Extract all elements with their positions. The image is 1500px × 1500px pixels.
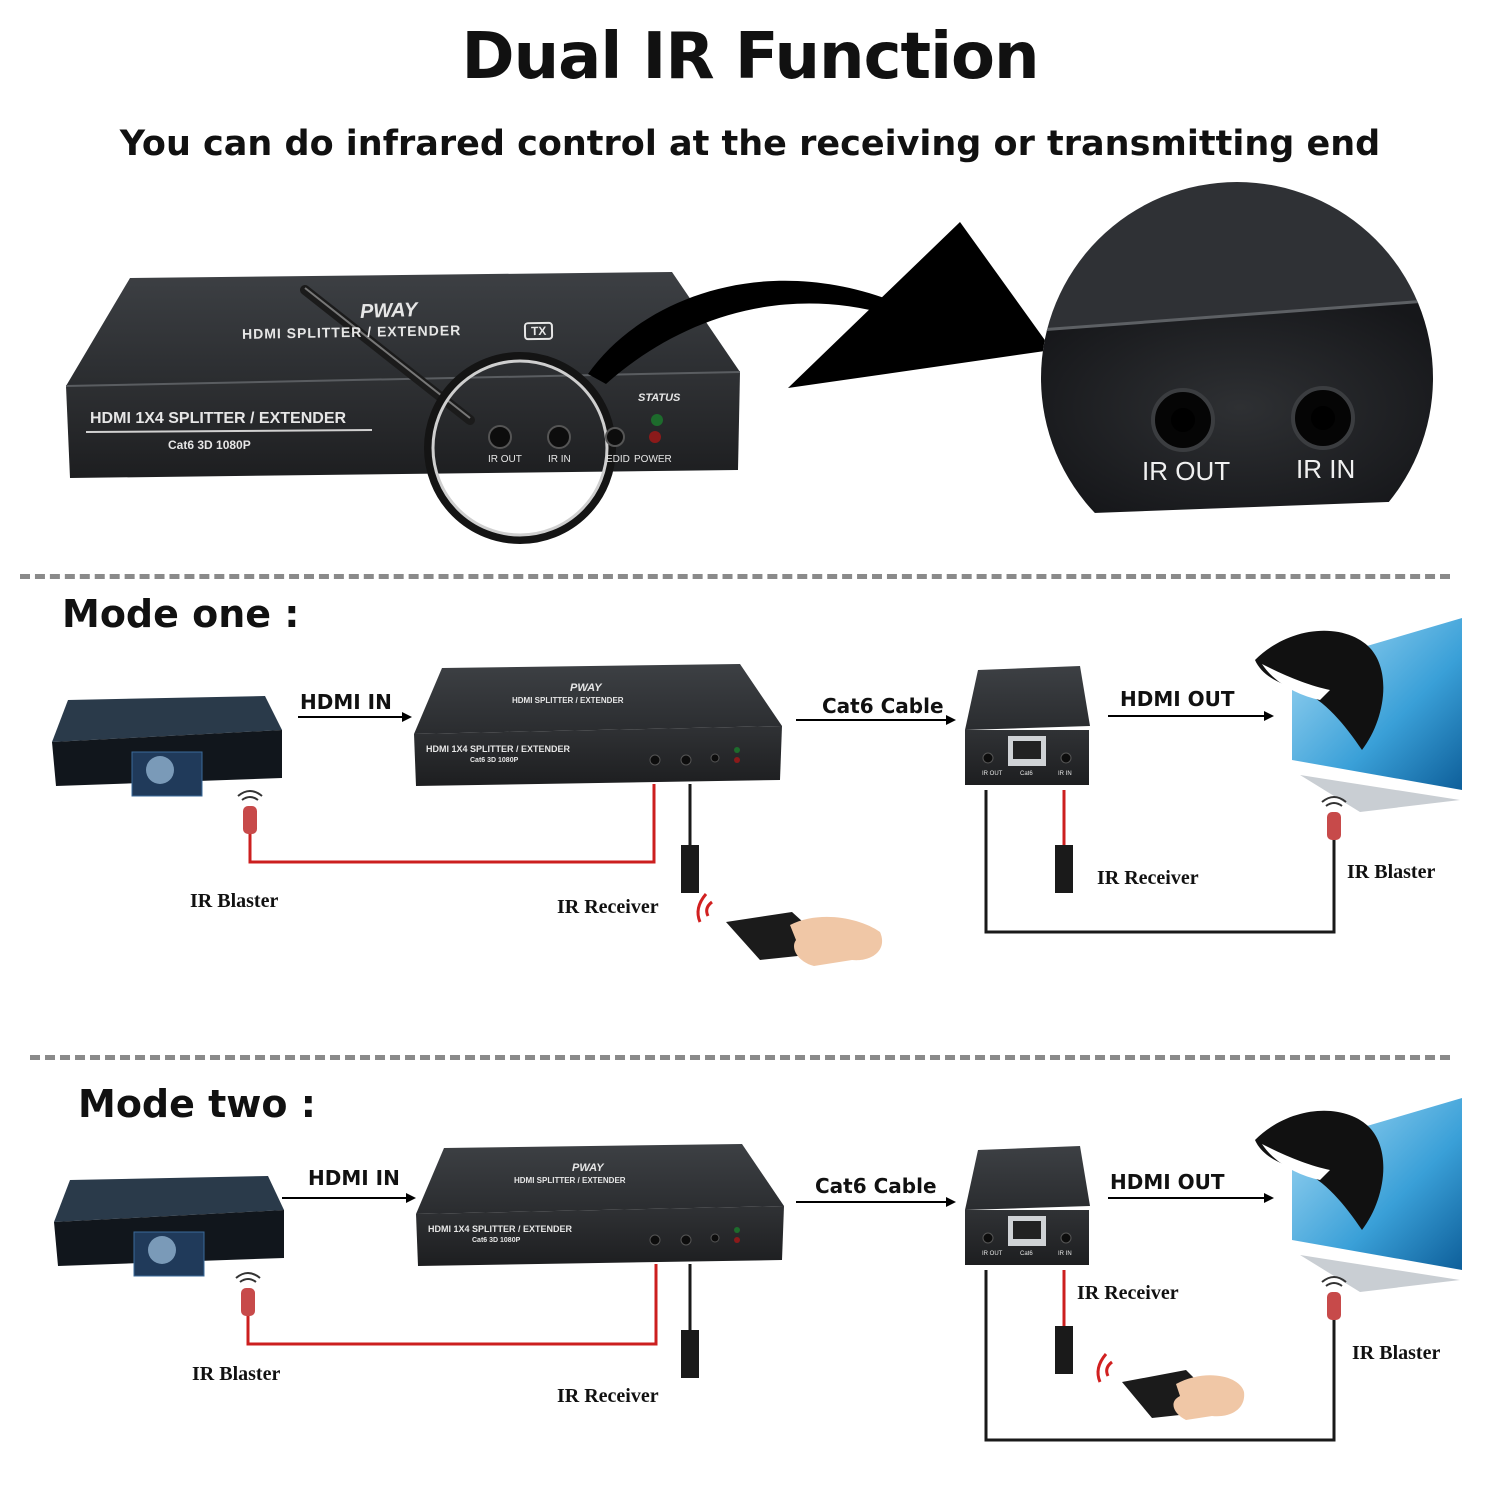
device-model-line-small: HDMI SPLITTER / EXTENDER	[512, 696, 624, 705]
front-sub-label-small-2: Cat6 3D 1080P	[472, 1237, 521, 1244]
remote-hand-1	[696, 893, 883, 966]
ir-blaster-left-label-1: IR Blaster	[190, 890, 279, 912]
ir-blaster-right-label-2: IR Blaster	[1352, 1342, 1441, 1364]
ir-receiver-right-label-1: IR Receiver	[1097, 867, 1199, 889]
tx-splitter-1	[414, 664, 782, 786]
cat6-cable-label-1: Cat6 Cable	[822, 694, 944, 718]
ir-receiver-right-label-2: IR Receiver	[1077, 1282, 1179, 1304]
bluray-player-2	[54, 1176, 284, 1277]
hdmi-out-label-2: HDMI OUT	[1110, 1170, 1225, 1194]
front-label-small: HDMI 1X4 SPLITTER / EXTENDER	[426, 744, 571, 754]
page-title: Dual IR Function	[461, 20, 1039, 94]
rx-receiver-1	[965, 666, 1090, 785]
rx-receiver-2	[965, 1146, 1090, 1265]
ir-blaster-left-label-2: IR Blaster	[192, 1363, 281, 1385]
zoom-ir-out-label: IR OUT	[1142, 456, 1231, 486]
tv-1	[1255, 618, 1462, 812]
zoom-arrow	[588, 280, 912, 384]
zoom-ir-in-label: IR IN	[1296, 454, 1356, 484]
hdmi-in-label-1: HDMI IN	[300, 690, 392, 714]
ir-wires-mode-two	[235, 1264, 1347, 1442]
section-separator-1	[20, 574, 1450, 579]
mode-one-title: Mode one :	[62, 592, 300, 636]
ir-receiver-left-label-2: IR Receiver	[557, 1385, 659, 1407]
magnifier-icon	[424, 352, 616, 544]
ir-receiver-left-label-1: IR Receiver	[557, 896, 659, 918]
ir-wires-mode-one	[237, 784, 1347, 934]
arrows-mode-one	[298, 711, 1274, 725]
rx-ir-out-label: IR OUT	[982, 771, 1003, 777]
hdmi-in-label-2: HDMI IN	[308, 1166, 400, 1190]
device-model-line-small-2: HDMI SPLITTER / EXTENDER	[514, 1176, 626, 1185]
brand-logo: PWAY	[359, 299, 418, 323]
rx-ir-in-label-2: IR IN	[1058, 1251, 1072, 1257]
rx-ir-out-label-2: IR OUT	[982, 1251, 1003, 1257]
ir-blaster-right-label-1: IR Blaster	[1347, 861, 1436, 883]
front-label-small-2: HDMI 1X4 SPLITTER / EXTENDER	[428, 1224, 573, 1234]
rx-ir-in-label: IR IN	[1058, 771, 1072, 777]
arrows-mode-two	[282, 1193, 1274, 1207]
brand-logo-small-2: PWAY	[572, 1162, 604, 1174]
section-separator-2	[30, 1055, 1450, 1060]
mode-two-title: Mode two :	[78, 1082, 316, 1126]
cat6-cable-label-2: Cat6 Cable	[815, 1174, 937, 1198]
rx-cat6-label: Cat6	[1020, 771, 1033, 777]
port-ir-in-label: IR IN	[548, 454, 571, 465]
power-label: POWER	[634, 454, 672, 465]
tx-badge: TX	[523, 321, 554, 341]
tv-2	[1255, 1098, 1462, 1292]
port-edid-label: EDID	[606, 454, 630, 465]
remote-hand-2	[1096, 1353, 1245, 1420]
tx-splitter-2	[416, 1144, 784, 1266]
tx-splitter-large	[65, 272, 741, 478]
front-label: HDMI 1X4 SPLITTER / EXTENDER	[90, 410, 347, 427]
zoom-closeup	[1041, 182, 1433, 574]
hdmi-out-label-1: HDMI OUT	[1120, 687, 1235, 711]
brand-logo-small: PWAY	[570, 682, 602, 694]
port-ir-out-label: IR OUT	[488, 454, 522, 465]
front-sub-label-small: Cat6 3D 1080P	[470, 757, 519, 764]
bluray-player-1	[52, 696, 282, 797]
rx-cat6-label-2: Cat6	[1020, 1251, 1033, 1257]
page-subtitle: You can do infrared control at the recei…	[119, 124, 1381, 164]
status-label: STATUS	[638, 392, 681, 404]
front-sub-label: Cat6 3D 1080P	[168, 438, 251, 452]
